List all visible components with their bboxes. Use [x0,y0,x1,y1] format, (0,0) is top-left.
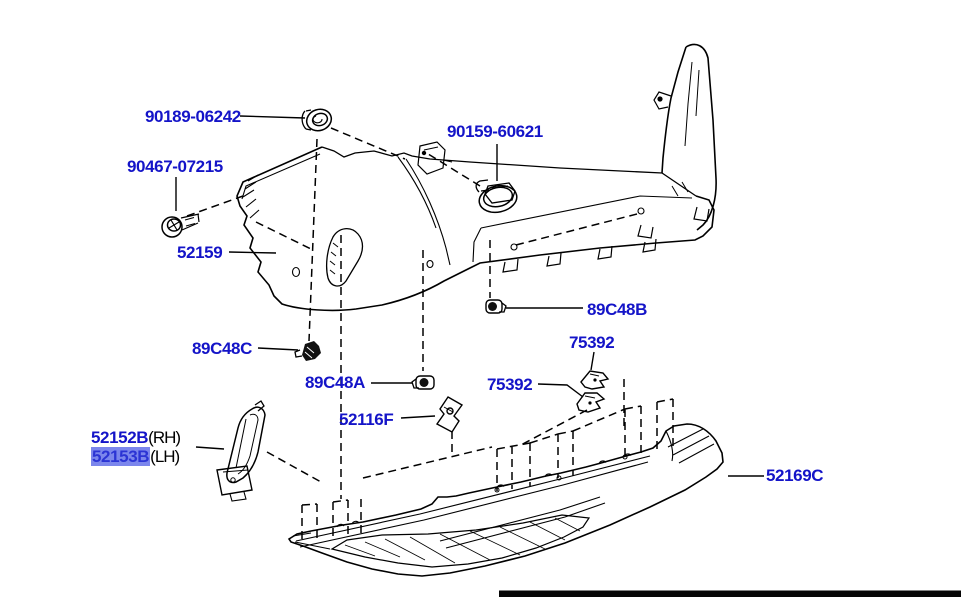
viewport-bottom-edge [499,590,961,597]
lower-bumper-drawing [287,423,724,577]
bracket-52116f-drawing [435,396,464,433]
part-label-52116f[interactable]: 52116F [339,410,394,429]
part-label-52169c[interactable]: 52169C [766,466,824,485]
screw-drawing [161,213,200,238]
flange-bolt-drawing [475,179,518,214]
reflector-drawing [216,400,266,502]
sensor-89c48c-drawing [294,341,321,361]
sensor-89c48b-drawing [485,299,507,314]
part-suffix-rh: (RH) [148,428,181,447]
part-suffix-lh: (LH) [150,447,180,466]
clip-75392-upper-drawing [580,370,610,390]
part-label-reflector-group: 52152B(RH) 52153B(LH) [91,428,181,466]
quarter-panel-drawing [637,43,717,239]
part-label-90159-60621[interactable]: 90159-60621 [447,122,543,141]
upper-bumper-drawing [236,141,715,312]
part-label-89c48c[interactable]: 89C48C [192,339,252,358]
part-label-89c48a[interactable]: 89C48A [305,373,365,392]
part-label-75392-lower[interactable]: 75392 [487,375,533,394]
part-number-52152b[interactable]: 52152B [91,428,149,447]
part-label-52153b-row: 52153B(LH) [91,447,180,466]
sensor-89c48a-drawing [411,375,435,390]
part-label-90467-07215[interactable]: 90467-07215 [127,157,223,176]
retainer-drawing [301,108,333,132]
clip-75392-lower-drawing [576,392,606,413]
part-label-90189-06242[interactable]: 90189-06242 [145,107,241,126]
part-number-52153b-highlighted[interactable]: 52153B [91,447,151,466]
assembly-dashed-lines [186,127,674,541]
part-label-52152b-row: 52152B(RH) [91,428,181,447]
part-label-75392-upper[interactable]: 75392 [569,333,615,352]
part-label-52159[interactable]: 52159 [177,243,223,262]
label-leader-lines [175,115,764,477]
part-label-89c48b[interactable]: 89C48B [587,300,647,319]
